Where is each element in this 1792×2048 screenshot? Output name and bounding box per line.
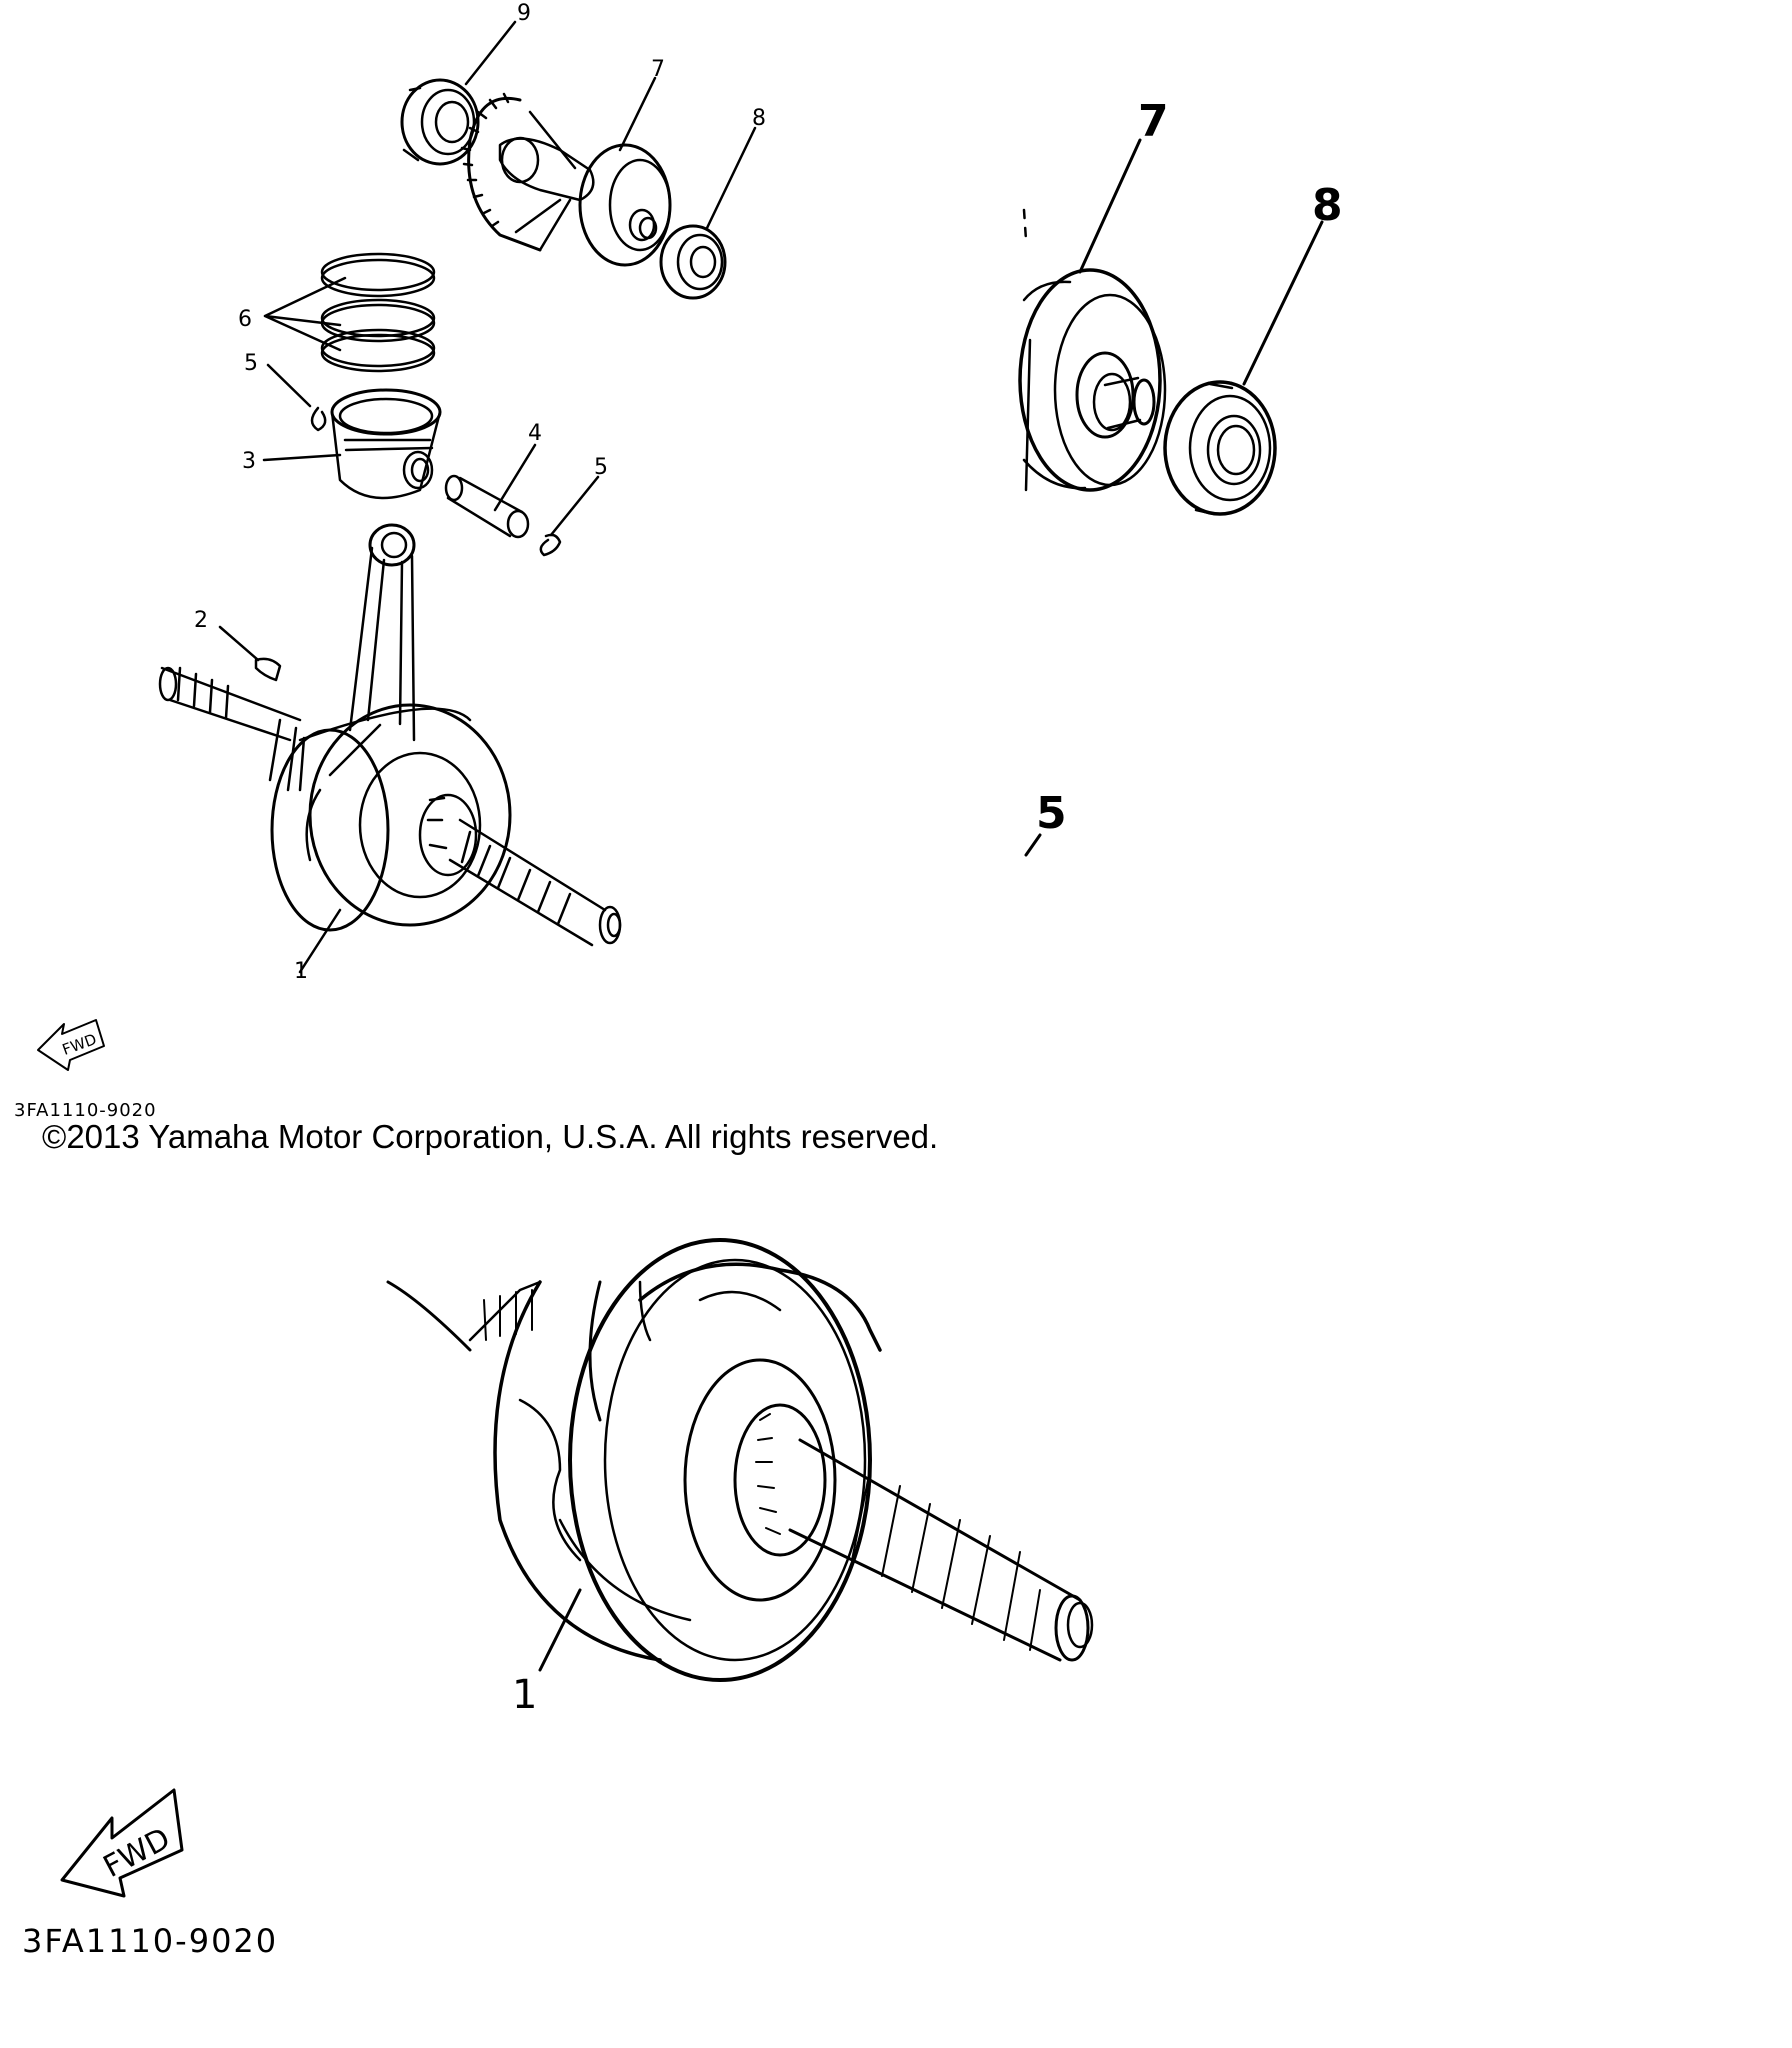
piston-rings-6-part xyxy=(320,252,436,373)
leader-1 xyxy=(298,908,342,974)
leader-7 xyxy=(618,76,657,152)
piston-3-part xyxy=(330,388,442,500)
callout-5a: 5 xyxy=(244,351,258,376)
part-code-large: 3FA1110-9020 xyxy=(22,1922,279,1960)
leader-4 xyxy=(493,443,537,512)
key-2-part xyxy=(254,657,282,682)
balancer-7-part xyxy=(460,92,672,267)
leader-5a xyxy=(266,363,312,408)
callout-9: 9 xyxy=(517,1,531,26)
leader-9 xyxy=(464,20,517,86)
detail-bearing-view: 7 8 5 xyxy=(1018,96,1343,857)
detail-crankshaft-view: 1 FWD xyxy=(60,1238,1094,1898)
leader-1-detail xyxy=(538,1588,582,1672)
circlip-5b-part xyxy=(539,533,562,557)
callout-7-detail: 7 xyxy=(1138,96,1169,147)
callout-5-detail: 5 xyxy=(1036,788,1067,839)
callout-4: 4 xyxy=(528,421,542,446)
leader-5b xyxy=(549,475,600,537)
leader-8 xyxy=(705,126,757,230)
crankshaft-1-part xyxy=(158,523,622,947)
leader-7-detail xyxy=(1078,138,1142,274)
callout-5b: 5 xyxy=(594,455,608,480)
callout-1: 1 xyxy=(294,959,308,984)
callout-3: 3 xyxy=(242,449,256,474)
callout-1-detail: 1 xyxy=(512,1672,537,1718)
part-code-small: 3FA1110-9020 xyxy=(14,1100,157,1121)
fwd-arrow-small-icon: FWD xyxy=(37,1019,105,1071)
fwd-label-small: FWD xyxy=(60,1030,99,1059)
leader-6 xyxy=(263,276,347,352)
callout-8: 8 xyxy=(752,106,766,131)
bearing-9-part xyxy=(400,78,480,166)
circlip-5a-part xyxy=(310,406,327,432)
callout-2: 2 xyxy=(194,608,208,633)
piston-pin-4-part xyxy=(444,474,530,539)
copyright-text: ©2013 Yamaha Motor Corporation, U.S.A. A… xyxy=(42,1118,939,1155)
callout-6: 6 xyxy=(238,307,252,332)
leader-8-detail xyxy=(1242,220,1324,386)
overview-view: 9 7 8 xyxy=(37,1,766,1071)
leader-2 xyxy=(218,625,260,662)
bearing-8-part xyxy=(659,224,727,300)
leader-3 xyxy=(262,453,342,462)
callout-8-detail: 8 xyxy=(1312,180,1343,231)
fwd-arrow-large-icon: FWD xyxy=(60,1788,184,1898)
callout-7: 7 xyxy=(651,57,665,82)
leader-5-detail xyxy=(1024,833,1042,857)
fwd-label-large: FWD xyxy=(98,1821,176,1885)
bearing-8-detail-part xyxy=(1163,380,1277,516)
